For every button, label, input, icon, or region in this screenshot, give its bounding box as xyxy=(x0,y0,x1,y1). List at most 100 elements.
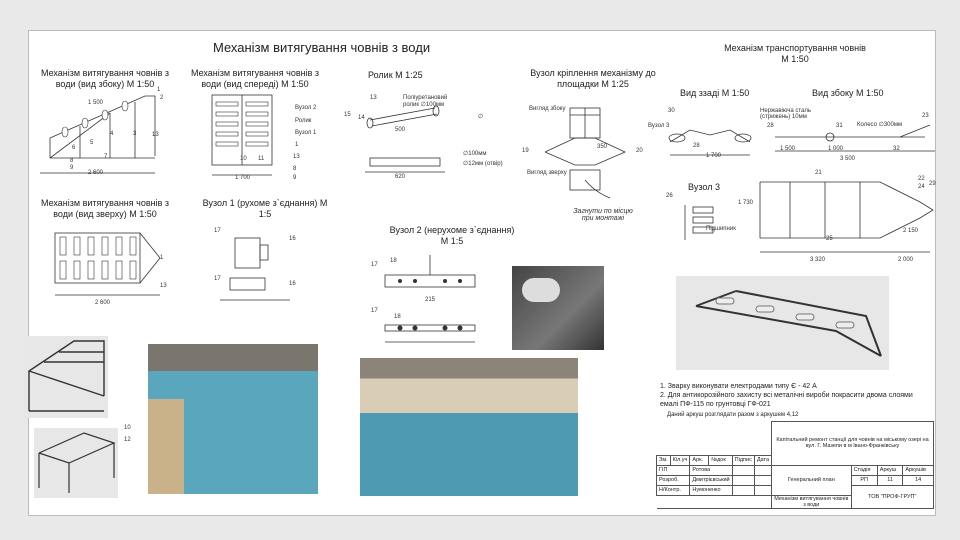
dim-side-2600: 2 600 xyxy=(88,170,104,176)
dim-side-t-3500: 3 500 xyxy=(840,156,856,162)
stamp-sheet-h: Аркуш xyxy=(876,464,904,476)
marker-25: 25 xyxy=(826,236,833,242)
note-see-sheet: Даний аркуш розглядати разом з аркушем 4… xyxy=(667,412,799,418)
marker-1: 1 xyxy=(157,87,161,93)
stamp-h-ark: Арк. xyxy=(689,454,710,466)
mount-node-drawing xyxy=(544,107,626,199)
title-rear-view: Вид ззаді М 1:50 xyxy=(680,88,750,98)
marker-21: 21 xyxy=(815,170,822,176)
dim-mount-350: 350 xyxy=(597,144,608,150)
marker-10-render: 10 xyxy=(124,425,131,431)
side-view-drawing xyxy=(40,95,156,174)
front-view-drawing xyxy=(211,94,273,176)
label-stainless: Нержавіюча сталь (стрижень) 10мм xyxy=(760,108,812,120)
stamp-section: Генеральний план xyxy=(771,464,852,496)
marker-20: 20 xyxy=(636,148,643,154)
render-frame-top xyxy=(34,428,118,498)
title-transport: Механізм транспортування човнів М 1:50 xyxy=(724,43,866,64)
stamp-sheets-h: Аркушів xyxy=(902,464,934,476)
phi-symbol: ∅ xyxy=(478,114,484,120)
stamp-drawing: Механізм витягування човнів з води xyxy=(771,494,852,509)
dim-side-t-1000: 1 000 xyxy=(828,146,844,152)
marker-22: 22 xyxy=(918,176,925,182)
note-anticorrosion: 2. Для антикорозійного захисту всі метал… xyxy=(660,392,913,408)
marker-28: 28 xyxy=(767,123,774,129)
marker-13-side: 13 xyxy=(152,132,159,138)
marker-8: 8 xyxy=(70,158,74,164)
render-pool-ramp xyxy=(148,344,318,494)
label-bend-on-site: Загнути по місцю при монтажі xyxy=(573,208,633,222)
label-node-2-front: Вузол 2 xyxy=(295,105,317,111)
stamp-dev-role: Розроб. xyxy=(655,474,691,486)
marker-9-front: 9 xyxy=(293,175,297,181)
roller-drawing xyxy=(365,105,445,173)
marker-26: 26 xyxy=(666,193,673,199)
dim-roller-620: 620 xyxy=(395,174,406,180)
stamp-company: ТОВ "ПРОФ-ГРУП" xyxy=(850,484,935,509)
label-bearing: Підшипник xyxy=(706,226,736,232)
stamp-h-data: Дата xyxy=(753,454,773,466)
marker-18-node2-b: 18 xyxy=(394,314,401,320)
marker-10-front: 10 xyxy=(240,156,247,162)
title-side-view: Механізм витягування човнів з води (вид … xyxy=(40,68,170,89)
dim-plan-2150: 2 150 xyxy=(903,228,919,234)
marker-4: 4 xyxy=(110,131,114,137)
dim-rear-1700: 1 700 xyxy=(706,153,722,159)
render-pool-ramp-2 xyxy=(360,358,578,496)
marker-16-node1-a: 16 xyxy=(289,236,296,242)
dim-front-1700: 1 700 xyxy=(235,175,251,181)
stamp-sheets: 14 xyxy=(902,474,934,486)
marker-14: 14 xyxy=(358,115,365,121)
label-view-top: Вигляд зверху xyxy=(527,170,567,176)
stamp-h-ndok: №док xyxy=(708,454,733,466)
marker-17-node1-a: 17 xyxy=(214,228,221,234)
marker-3: 3 xyxy=(133,131,137,137)
marker-2: 2 xyxy=(160,95,164,101)
marker-11-front: 11 xyxy=(258,156,265,162)
title-top-view: Механізм витягування човнів з води (вид … xyxy=(40,198,170,219)
stamp-h-kil: Кіл.уч xyxy=(669,454,691,466)
dim-roller-500: 500 xyxy=(395,127,406,133)
main-title: Механізм витягування човнів з води xyxy=(213,40,431,55)
node-3-drawing xyxy=(684,205,714,240)
marker-29: 29 xyxy=(929,181,936,187)
top-view-drawing xyxy=(54,232,161,296)
marker-8-front: 8 xyxy=(293,166,297,172)
label-poly-roller: Поліуретановий ролик ∅100мм xyxy=(403,95,448,108)
transport-side-drawing xyxy=(775,124,935,152)
node-2-drawing xyxy=(384,255,476,343)
title-roller: Ролик М 1:25 xyxy=(368,70,423,80)
dim-plan-3320: 3 320 xyxy=(810,257,826,263)
label-roller-front: Ролик xyxy=(295,118,312,124)
marker-9: 9 xyxy=(70,165,74,171)
dim-plan-1730: 1 730 xyxy=(738,200,754,206)
marker-1-front: 1 xyxy=(295,142,299,148)
title-node-2: Вузол 2 (нерухоме з`єднання) М 1:5 xyxy=(389,225,515,246)
marker-1-top: 1 xyxy=(160,255,164,261)
note-welding: 1. Зварку виконувати електродами типу Є … xyxy=(660,383,817,390)
title-front-view: Механізм витягування човнів з води (вид … xyxy=(190,68,320,89)
label-view-side: Вигляд збоку xyxy=(529,106,566,112)
dim-plan-2000: 2 000 xyxy=(898,257,914,263)
dim-side-1500: 1 500 xyxy=(88,100,104,106)
title-block: Капітальний ремонт станції для човнів на… xyxy=(655,421,935,509)
stamp-gip-role: ГІП xyxy=(655,464,691,476)
marker-31: 31 xyxy=(836,123,843,129)
dim-side-t-1500: 1 500 xyxy=(780,146,796,152)
marker-13-front: 13 xyxy=(293,154,300,160)
dim-node2-215: 215 xyxy=(425,297,436,303)
render-ramp-frame xyxy=(24,336,108,418)
dim-top-2600: 2 600 xyxy=(95,300,111,306)
label-node-1-front: Вузол 1 xyxy=(295,130,317,136)
marker-6: 6 xyxy=(72,145,76,151)
stamp-gip-name: Ротова xyxy=(689,464,733,476)
marker-30: 30 xyxy=(668,108,675,114)
marker-19: 19 xyxy=(522,148,529,154)
marker-16-node1-b: 16 xyxy=(289,281,296,287)
stamp-stage-h: Стадія xyxy=(850,464,878,476)
stamp-h-zm: Зм. xyxy=(656,454,671,466)
marker-27-rear: 28 xyxy=(693,143,700,149)
node-1-drawing xyxy=(220,237,290,301)
rear-view-drawing xyxy=(668,129,752,156)
render-roller-closeup xyxy=(512,266,604,350)
